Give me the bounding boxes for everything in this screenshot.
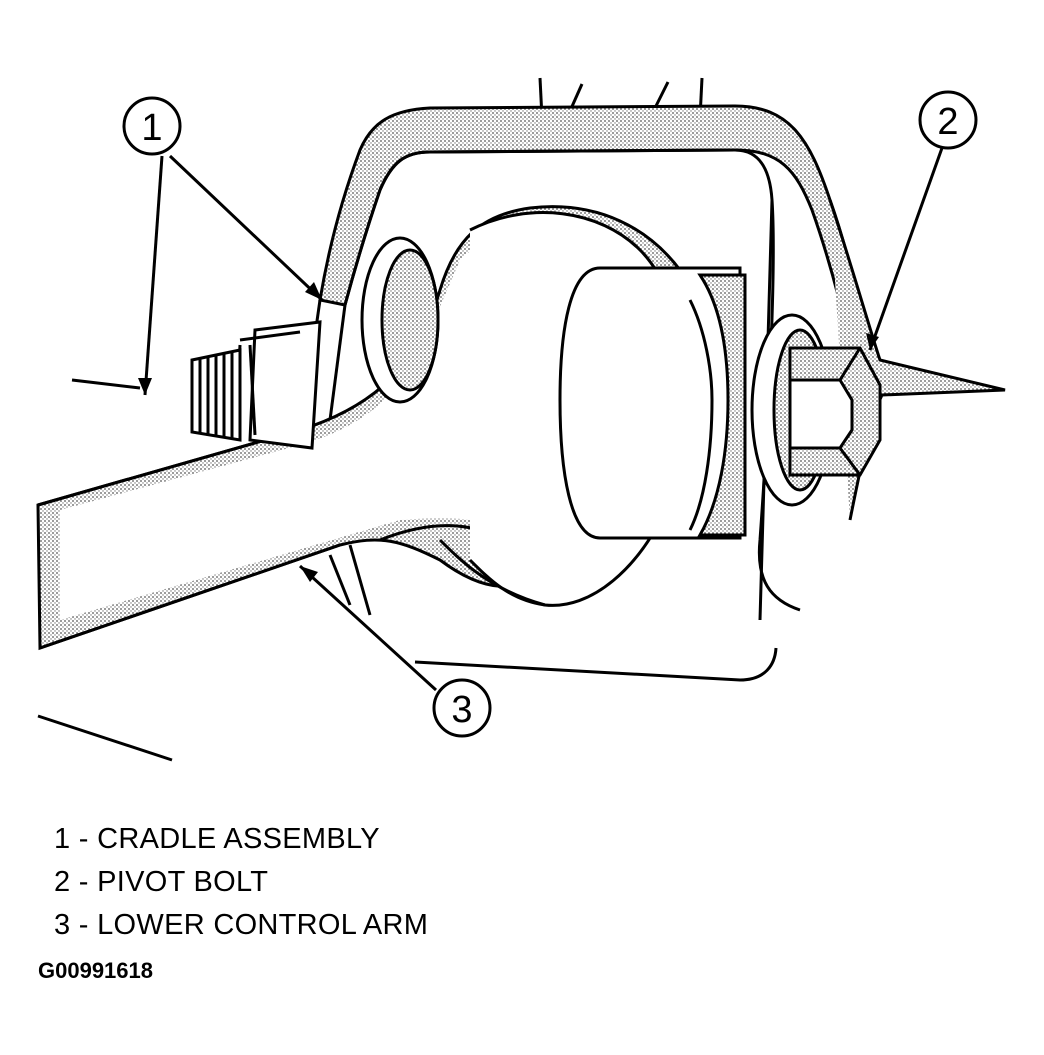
legend-number: 2 xyxy=(54,866,71,898)
callout-3-number: 3 xyxy=(451,689,472,731)
callout-2-number: 2 xyxy=(937,101,958,143)
callout-1-number: 1 xyxy=(141,107,162,149)
nut xyxy=(234,320,322,450)
callout-1: 1 xyxy=(122,96,182,156)
lower-frame-line xyxy=(414,647,778,682)
legend-item: 2 - PIVOT BOLT xyxy=(54,861,428,904)
legend-label: PIVOT BOLT xyxy=(97,866,269,898)
leader-arrowheads xyxy=(138,282,879,582)
callout-2: 2 xyxy=(918,90,978,150)
figure-id: G00991618 xyxy=(38,958,153,983)
legend-separator: - xyxy=(78,909,89,941)
legend-number: 1 xyxy=(54,823,71,855)
legend: 1 - CRADLE ASSEMBLY 2 - PIVOT BOLT 3 - L… xyxy=(54,818,428,947)
bushing-sleeve xyxy=(558,266,747,540)
legend-item: 1 - CRADLE ASSEMBLY xyxy=(54,818,428,861)
leader-lines xyxy=(143,147,944,692)
arm-bushing-ring xyxy=(360,236,440,404)
legend-number: 3 xyxy=(54,909,71,941)
pivot-bolt-head xyxy=(788,346,882,477)
frame-edge-line xyxy=(37,714,173,762)
legend-label: LOWER CONTROL ARM xyxy=(97,909,429,941)
legend-separator: - xyxy=(78,823,89,855)
bolt-thread xyxy=(190,348,242,442)
left-edge-line xyxy=(71,378,141,390)
legend-label: CRADLE ASSEMBLY xyxy=(97,823,380,855)
cradle-pivot-diagram: 1 2 3 xyxy=(36,77,1006,762)
legend-separator: - xyxy=(78,866,89,898)
legend-item: 3 - LOWER CONTROL ARM xyxy=(54,904,428,947)
callout-3: 3 xyxy=(432,678,492,738)
